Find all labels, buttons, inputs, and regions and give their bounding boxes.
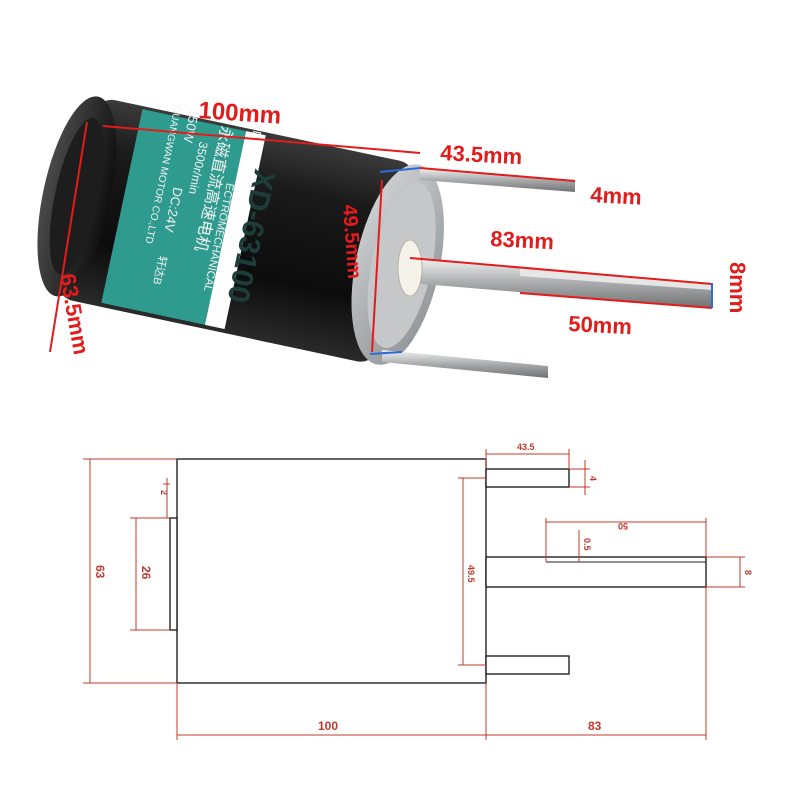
dim-drawing-body-height: 63 bbox=[93, 565, 107, 579]
dim-drawing-face-height: 49.5 bbox=[466, 565, 476, 583]
drawing-rear-boss bbox=[169, 517, 178, 631]
motor-pin-bottom bbox=[382, 350, 548, 378]
dim-photo-shaft-length: 83mm bbox=[490, 226, 555, 254]
label-brand: XD bbox=[249, 121, 266, 141]
dim-line-face bbox=[371, 179, 383, 353]
dim-drawing-shaft-width: 8 bbox=[743, 570, 753, 575]
motor-shaft bbox=[410, 258, 712, 308]
dim-line-shaft-length bbox=[409, 257, 713, 285]
dim-drawing-boss-gap: 2 bbox=[159, 490, 169, 495]
drawing-pin-top bbox=[485, 468, 570, 488]
drawing-body bbox=[176, 458, 487, 684]
dim-drawing-flat-length: 50 bbox=[618, 521, 628, 531]
dim-drawing-flat-depth: 0.5 bbox=[582, 538, 592, 551]
motor-pins bbox=[382, 168, 712, 378]
dim-photo-pin-diameter: 4mm bbox=[590, 182, 643, 210]
dim-drawing-shaft-length: 83 bbox=[588, 719, 602, 733]
dim-line-pin-length bbox=[419, 167, 576, 182]
dim-photo-length: 100mm bbox=[198, 97, 282, 130]
dim-drawing-boss-height: 26 bbox=[139, 566, 153, 580]
dim-drawing-pin-width: 4 bbox=[588, 476, 598, 481]
dim-photo-pin-length: 43.5mm bbox=[440, 140, 523, 169]
label-power: 150W bbox=[180, 108, 202, 145]
dim-drawing-pin-length: 43.5 bbox=[517, 442, 535, 452]
drawing-pin-bottom bbox=[485, 655, 570, 675]
dim-line-diameter bbox=[49, 121, 88, 353]
motor-pin-top bbox=[420, 168, 575, 192]
dim-line-shaft-flat bbox=[519, 292, 713, 309]
technical-drawing: 43.5 4 50 0.5 8 49.5 2 26 63 100 83 bbox=[83, 442, 753, 740]
motor-shaft-bushing bbox=[397, 239, 423, 297]
dim-line-length bbox=[102, 125, 421, 154]
dim-drawing-body-length: 100 bbox=[318, 719, 338, 733]
dim-photo-shaft-flat: 50mm bbox=[568, 311, 633, 339]
dim-photo-shaft-diameter: 8mm bbox=[725, 262, 750, 313]
motor-photo: XD-63100 ECTROMECHANICAL 永磁直流高速电机 3500r/… bbox=[37, 96, 750, 378]
dim-photo-face: 49.5mm bbox=[338, 204, 365, 280]
